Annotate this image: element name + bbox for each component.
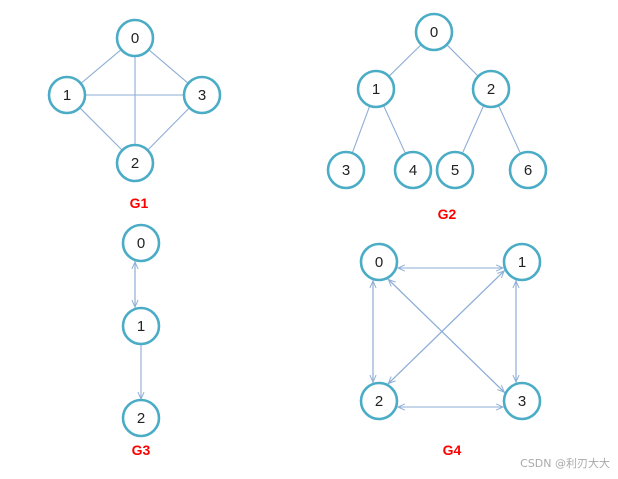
nodes-layer: 0 1 2 3 0 1 2 3 4 5 6 0 1 2 0 1 2 3 <box>47 12 548 438</box>
node-g2-6: 6 <box>508 150 548 190</box>
edges-layer <box>79 44 521 407</box>
node-circle-g2-5 <box>435 150 475 190</box>
node-label-g1-0: 0 <box>131 30 139 47</box>
node-g4-1: 1 <box>502 242 542 282</box>
node-g2-0: 0 <box>414 12 454 52</box>
node-label-g2-0: 0 <box>430 24 438 41</box>
edge-g1-0-3 <box>148 49 188 84</box>
node-label-g2-1: 1 <box>372 81 380 98</box>
node-circle-g1-0 <box>115 18 155 58</box>
edge-g1-2-3 <box>147 108 190 151</box>
node-circle-g1-3 <box>182 75 222 115</box>
node-label-g4-1: 1 <box>518 254 526 271</box>
edge-g2-1-4 <box>382 105 406 153</box>
node-g4-2: 2 <box>359 381 399 421</box>
node-g2-3: 3 <box>326 150 366 190</box>
edge-g2-0-2 <box>446 44 478 76</box>
node-g4-3: 3 <box>502 381 542 421</box>
node-label-g1-3: 3 <box>198 87 206 104</box>
node-label-g2-6: 6 <box>524 162 532 179</box>
node-circle-g4-3 <box>502 381 542 421</box>
node-circle-g4-2 <box>359 381 399 421</box>
node-label-g2-4: 4 <box>409 162 417 179</box>
graph-label-g4: G4 <box>443 442 462 458</box>
node-g2-5: 5 <box>435 150 475 190</box>
edge-g2-2-5 <box>462 105 485 153</box>
edge-g2-1-3 <box>352 105 371 153</box>
node-label-g4-3: 3 <box>518 393 526 410</box>
watermark-text: CSDN @利刃大大 <box>520 457 610 470</box>
node-label-g4-2: 2 <box>375 393 383 410</box>
node-label-g3-2: 2 <box>137 410 145 427</box>
node-label-g1-1: 1 <box>63 87 71 104</box>
node-circle-g2-2 <box>471 69 511 109</box>
node-circle-g3-0 <box>121 223 161 263</box>
node-circle-g2-0 <box>414 12 454 52</box>
node-label-g2-2: 2 <box>487 81 495 98</box>
graph-label-g3: G3 <box>132 442 151 458</box>
edge-g1-0-1 <box>81 49 122 84</box>
node-circle-g3-2 <box>121 398 161 438</box>
node-circle-g2-1 <box>356 69 396 109</box>
node-g3-2: 2 <box>121 398 161 438</box>
node-g3-1: 1 <box>121 306 161 346</box>
node-label-g2-5: 5 <box>451 162 459 179</box>
node-label-g3-1: 1 <box>137 318 145 335</box>
node-g1-2: 2 <box>115 143 155 183</box>
edge-g4-3-0 <box>388 280 506 394</box>
node-circle-g2-6 <box>508 150 548 190</box>
node-g3-0: 0 <box>121 223 161 263</box>
node-g2-1: 1 <box>356 69 396 109</box>
node-g2-2: 2 <box>471 69 511 109</box>
node-circle-g4-0 <box>359 242 399 282</box>
node-label-g3-0: 0 <box>137 235 145 252</box>
graph-label-g1: G1 <box>130 195 149 211</box>
node-label-g1-2: 2 <box>131 155 139 172</box>
node-label-g2-3: 3 <box>342 162 350 179</box>
edge-g1-1-2 <box>79 107 122 150</box>
edge-g2-2-6 <box>497 105 521 153</box>
node-circle-g2-3 <box>326 150 366 190</box>
node-g2-4: 4 <box>393 150 433 190</box>
node-circle-g3-1 <box>121 306 161 346</box>
node-circle-g2-4 <box>393 150 433 190</box>
node-g1-1: 1 <box>47 75 87 115</box>
node-g4-0: 0 <box>359 242 399 282</box>
node-g1-3: 3 <box>182 75 222 115</box>
node-circle-g1-2 <box>115 143 155 183</box>
node-g1-0: 0 <box>115 18 155 58</box>
edge-g4-2-1 <box>387 271 505 385</box>
graph-label-g2: G2 <box>438 206 457 222</box>
node-circle-g4-1 <box>502 242 542 282</box>
node-circle-g1-1 <box>47 75 87 115</box>
edge-g2-0-1 <box>389 44 422 77</box>
node-label-g4-0: 0 <box>375 254 383 271</box>
